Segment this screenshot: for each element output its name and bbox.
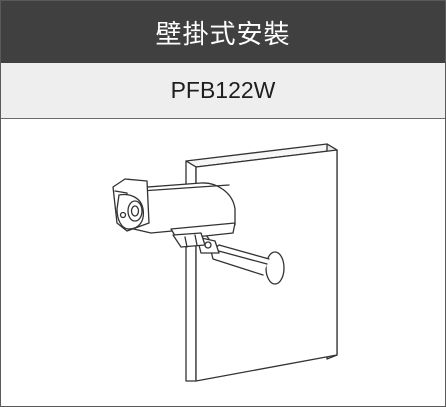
camera-mount-base — [172, 232, 206, 248]
model-label: PFB122W — [1, 63, 445, 119]
wall-mounted-bullet-camera-icon — [112, 143, 338, 382]
illustration-area — [1, 119, 445, 406]
card-title: 壁掛式安裝 — [1, 1, 445, 63]
camera-lens — [116, 193, 145, 230]
